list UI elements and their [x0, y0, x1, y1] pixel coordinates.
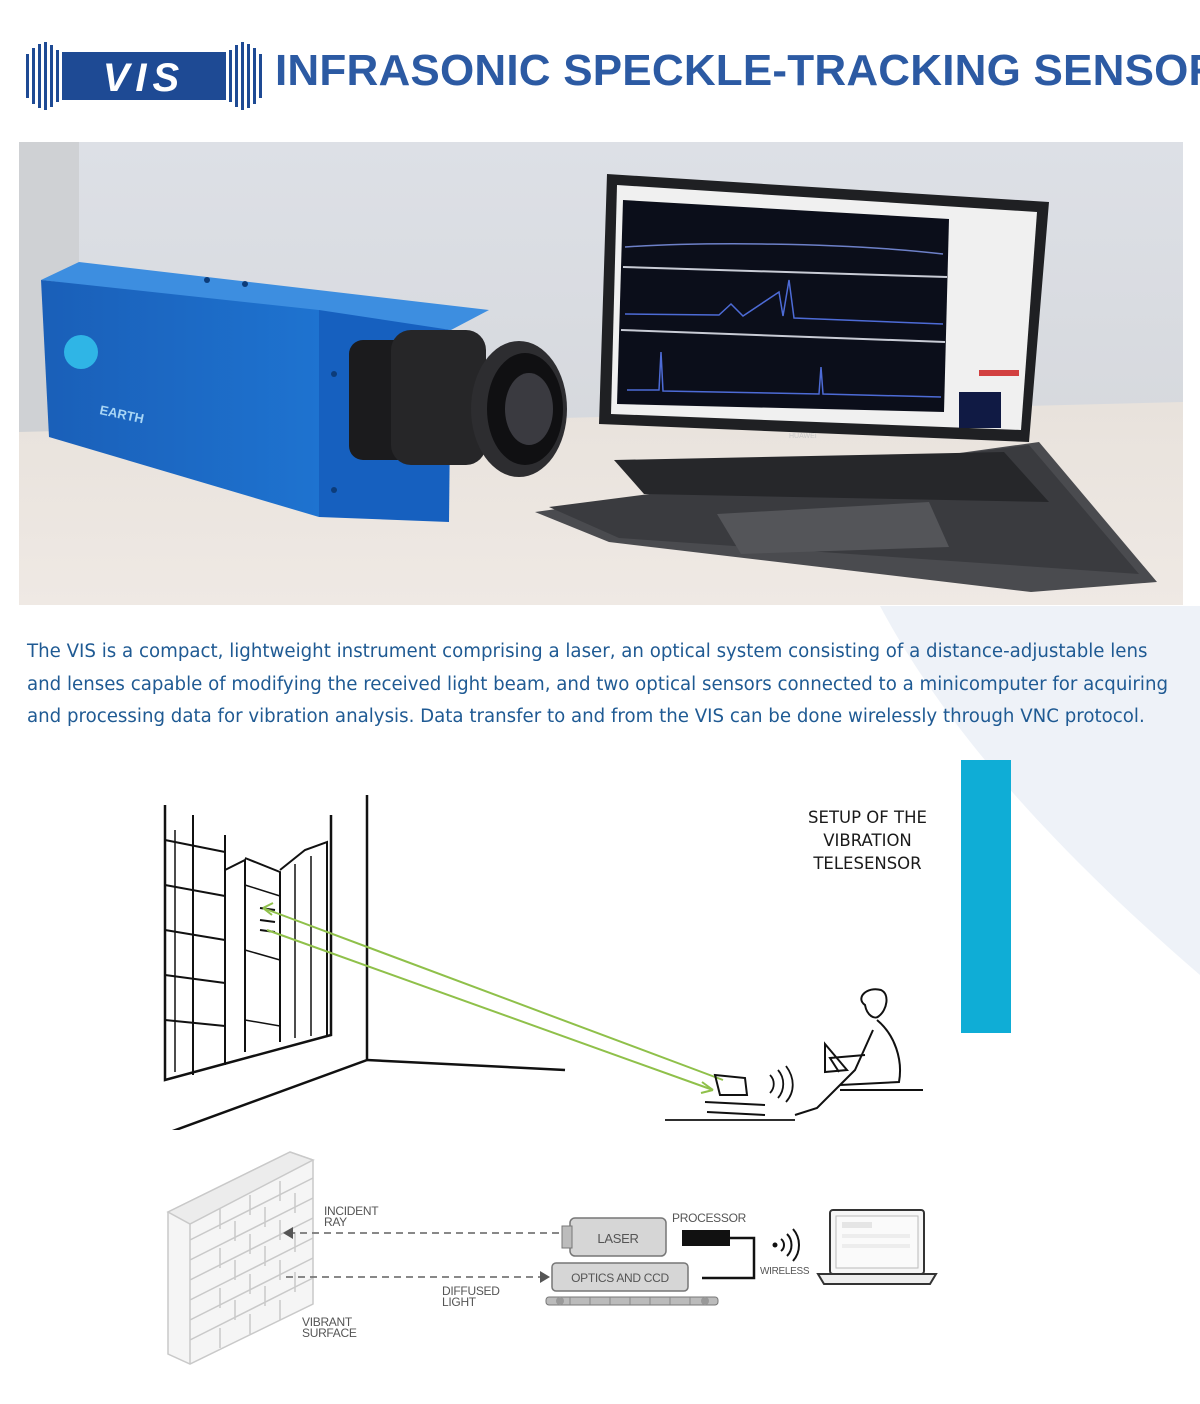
vis-device: EARTH	[41, 262, 567, 522]
diagram-caption: SETUP OF THE VIBRATION TELESENSOR	[808, 808, 927, 873]
product-photo: EARTH HUAW	[19, 142, 1183, 605]
laser-label: LASER	[597, 1231, 638, 1246]
description-paragraph: The VIS is a compact, lightweight instru…	[27, 641, 1169, 727]
diffused-light-label: DIFFUSED	[442, 1284, 500, 1298]
page-title: INFRASONIC SPECKLE-TRACKING SENSOR	[275, 46, 1200, 95]
laptop-brand: HUAWEI	[789, 433, 817, 440]
vis-logo: VIS	[26, 40, 266, 112]
schematic-diagram: INCIDENT RAY DIFFUSED LIGHT VIBRANT SURF…	[150, 1140, 950, 1370]
incident-ray-label-2: RAY	[324, 1215, 347, 1229]
optics-label: OPTICS AND CCD	[571, 1271, 669, 1285]
vibrant-surface-label: VIBRANT	[302, 1315, 353, 1329]
incident-ray-label: INCIDENT	[324, 1204, 379, 1218]
vibrant-surface-label-2: SURFACE	[302, 1326, 357, 1340]
laptop: HUAWEI	[535, 174, 1157, 592]
accent-bar	[961, 760, 1011, 1033]
logo-text: VIS	[103, 56, 185, 100]
vibrant-surface-wall	[166, 1151, 315, 1365]
diffused-light-label-2: LIGHT	[442, 1295, 477, 1309]
wireless-label: WIRELESS	[760, 1266, 810, 1277]
processor-label: PROCESSOR	[672, 1211, 747, 1225]
setup-illustration	[95, 790, 945, 1160]
